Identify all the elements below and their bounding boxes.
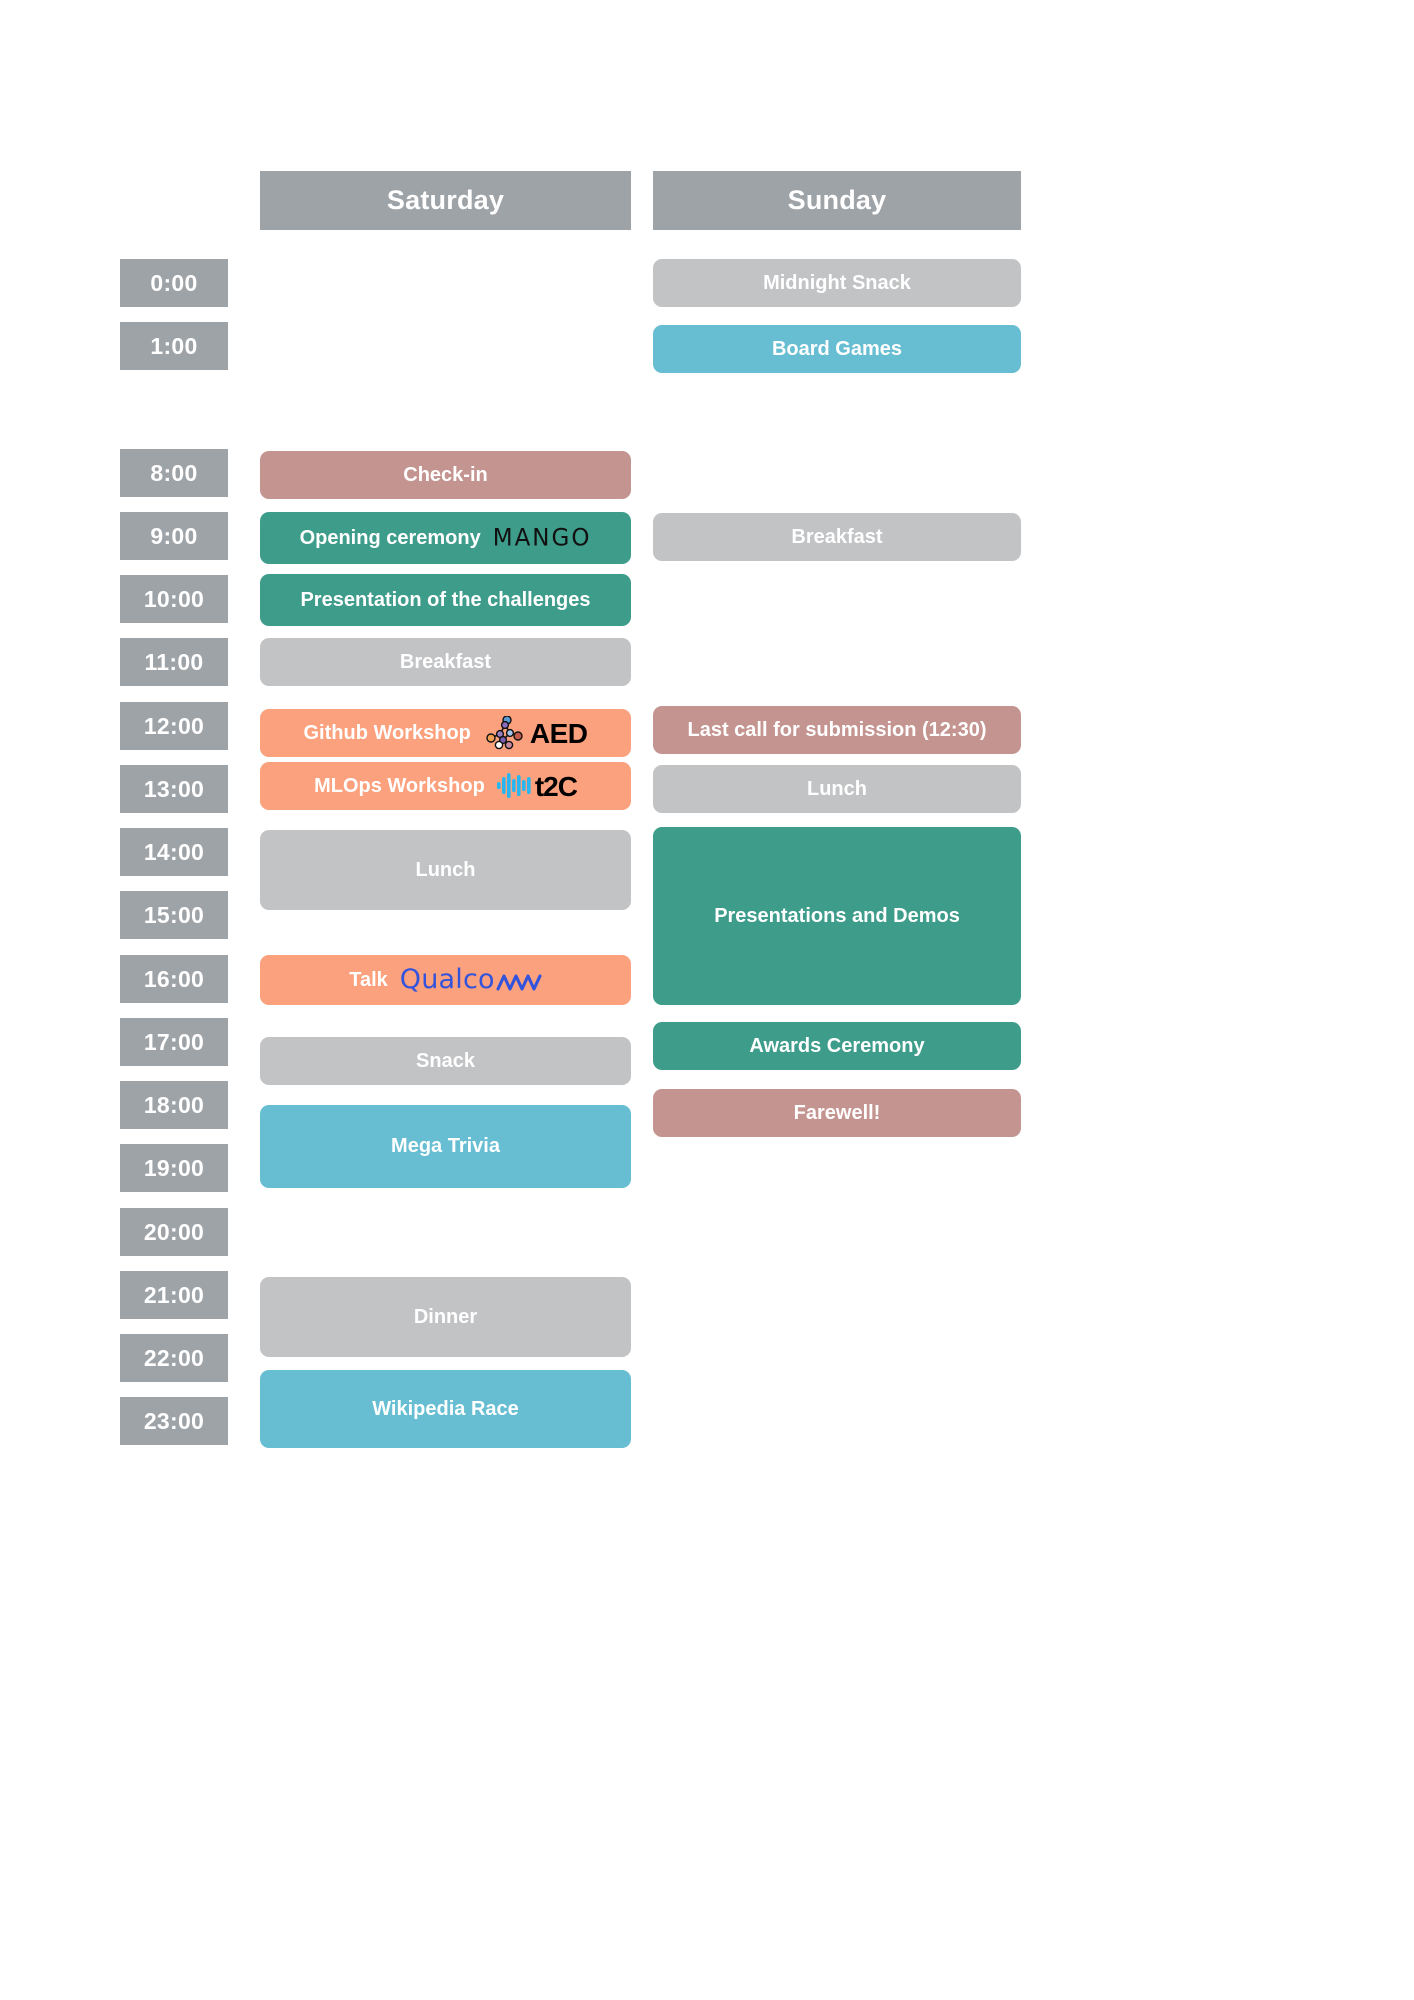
time-label-20-00: 20:00 [120, 1208, 228, 1256]
time-label-9-00: 9:00 [120, 512, 228, 560]
event-sunday-presentations[interactable]: Presentations and Demos [653, 827, 1021, 1005]
time-label-text: 22:00 [143, 1344, 205, 1371]
event-label: Last call for submission (12:30) [687, 718, 987, 741]
event-label: Board Games [771, 337, 903, 360]
event-saturday-mlops-ws[interactable]: MLOps Workshop t2C [260, 762, 631, 810]
time-label-12-00: 12:00 [120, 702, 228, 750]
aed-network-icon [486, 716, 523, 750]
time-label-text: 12:00 [143, 712, 205, 739]
qualcomm-logo: Qualco [400, 963, 542, 997]
time-label-text: 14:00 [143, 838, 205, 865]
aed-logo: AED [483, 716, 588, 751]
time-label-15-00: 15:00 [120, 891, 228, 939]
day-header-sunday: Sunday [653, 171, 1021, 230]
event-saturday-challenges[interactable]: Presentation of the challenges [260, 574, 631, 626]
event-saturday-breakfast[interactable]: Breakfast [260, 638, 631, 686]
event-label: Github Workshop [303, 721, 471, 744]
time-label-11-00: 11:00 [120, 638, 228, 686]
time-label-text: 23:00 [143, 1407, 205, 1434]
time-label-23-00: 23:00 [120, 1397, 228, 1445]
time-label-22-00: 22:00 [120, 1334, 228, 1382]
qualcomm-zigzag-icon [496, 974, 542, 991]
event-label: Opening ceremony [299, 526, 481, 549]
mango-logo: MANGO [492, 523, 592, 552]
event-saturday-wikipedia-race[interactable]: Wikipedia Race [260, 1370, 631, 1448]
time-label-18-00: 18:00 [120, 1081, 228, 1129]
event-saturday-lunch[interactable]: Lunch [260, 830, 631, 910]
time-label-13-00: 13:00 [120, 765, 228, 813]
day-header-saturday: Saturday [260, 171, 631, 230]
time-label-14-00: 14:00 [120, 828, 228, 876]
time-label-1-00: 1:00 [120, 322, 228, 370]
event-label: Wikipedia Race [372, 1397, 519, 1420]
event-label: Lunch [415, 858, 476, 881]
event-label: Midnight Snack [763, 271, 911, 294]
event-saturday-mega-trivia[interactable]: Mega Trivia [260, 1105, 631, 1188]
time-label-text: 18:00 [143, 1091, 205, 1118]
event-label: Talk [349, 968, 388, 991]
t2c-logo: t2C [496, 769, 578, 804]
day-header-label: Saturday [386, 185, 505, 215]
event-label: Dinner [413, 1305, 478, 1328]
event-label: Farewell! [793, 1101, 881, 1124]
event-sunday-midnight-snack[interactable]: Midnight Snack [653, 259, 1021, 307]
time-label-text: 20:00 [143, 1218, 205, 1245]
time-label-21-00: 21:00 [120, 1271, 228, 1319]
time-label-8-00: 8:00 [120, 449, 228, 497]
time-label-text: 15:00 [143, 901, 205, 928]
time-label-text: 11:00 [144, 648, 204, 675]
event-label: Lunch [807, 777, 867, 800]
event-saturday-talk[interactable]: Talk Qualco [260, 955, 631, 1005]
t2c-wordmark: t2C [534, 770, 578, 802]
time-label-text: 13:00 [143, 775, 205, 802]
event-label: Awards Ceremony [749, 1034, 925, 1057]
time-label-16-00: 16:00 [120, 955, 228, 1003]
event-sunday-awards[interactable]: Awards Ceremony [653, 1022, 1021, 1070]
time-label-19-00: 19:00 [120, 1144, 228, 1192]
event-label: MLOps Workshop [314, 774, 485, 797]
event-saturday-github-ws[interactable]: Github Workshop AED [260, 709, 631, 757]
time-label-text: 8:00 [150, 459, 198, 486]
day-header-label: Sunday [787, 185, 887, 215]
event-saturday-dinner[interactable]: Dinner [260, 1277, 631, 1357]
time-label-0-00: 0:00 [120, 259, 228, 307]
qualcomm-wordmark: Qualco [399, 964, 495, 996]
time-label-text: 10:00 [143, 585, 205, 612]
event-sunday-breakfast[interactable]: Breakfast [653, 513, 1021, 561]
event-label: Breakfast [791, 525, 883, 548]
t2c-waveform-icon [496, 773, 531, 798]
event-sunday-board-games[interactable]: Board Games [653, 325, 1021, 373]
time-label-text: 17:00 [143, 1028, 205, 1055]
aed-wordmark: AED [529, 717, 588, 749]
time-label-text: 16:00 [143, 965, 205, 992]
event-label: Presentations and Demos [714, 904, 960, 927]
event-sunday-farewell[interactable]: Farewell! [653, 1089, 1021, 1137]
time-label-text: 1:00 [150, 332, 198, 359]
event-label: Check-in [403, 463, 488, 486]
time-label-17-00: 17:00 [120, 1018, 228, 1066]
time-label-text: 19:00 [143, 1154, 205, 1181]
event-saturday-snack[interactable]: Snack [260, 1037, 631, 1085]
time-label-10-00: 10:00 [120, 575, 228, 623]
time-label-text: 0:00 [150, 269, 198, 296]
event-saturday-check-in[interactable]: Check-in [260, 451, 631, 499]
event-label: Snack [416, 1049, 475, 1072]
event-label: Breakfast [399, 650, 492, 673]
time-label-text: 21:00 [143, 1281, 205, 1308]
time-label-text: 9:00 [150, 522, 198, 549]
event-label: Mega Trivia [391, 1135, 500, 1157]
event-sunday-last-call[interactable]: Last call for submission (12:30) [653, 706, 1021, 754]
event-sunday-lunch[interactable]: Lunch [653, 765, 1021, 813]
event-label: Presentation of the challenges [300, 588, 591, 611]
event-saturday-opening[interactable]: Opening ceremony MANGO [260, 512, 631, 564]
